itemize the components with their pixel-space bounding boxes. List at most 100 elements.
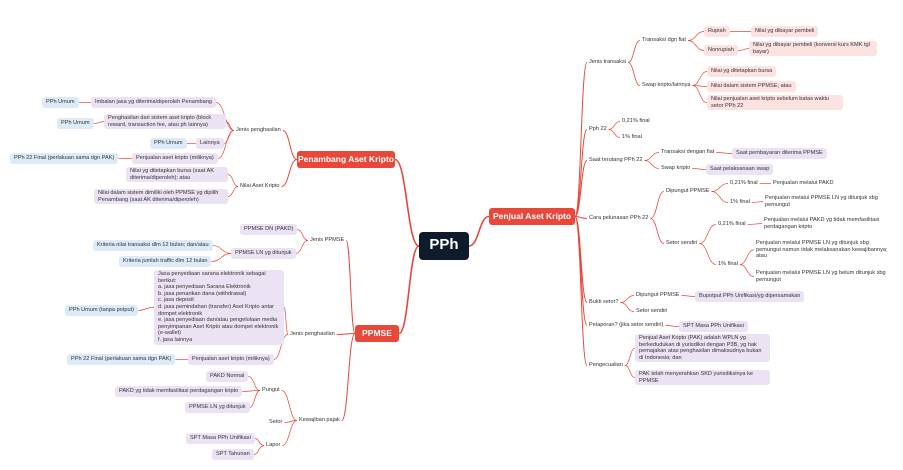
ppmse-jenis-penghasilan-node[interactable]: Jenis penghasilan [290,331,335,337]
setor-sendiri-node[interactable]: Setor sendiri [666,240,698,246]
jenis-transaksi-node[interactable]: Jenis transaksi [589,59,626,65]
swap-item-1: Nilai yg ditetapkan bursa [707,66,777,77]
pelaporan-node[interactable]: Pelaporan? (jika setor sendiri) [589,322,664,328]
edge-nonrupiah-note [737,48,750,51]
edge-ppmse-services-tag [137,306,155,311]
setor-1-note-2: Penjualan melalui PPMSE LN yg belum ditu… [756,270,886,283]
edge-bukti-dipungut-node [620,295,635,303]
penambang-jenis-penghasilan-node[interactable]: Jenis penghasilan [236,127,281,133]
ppmse-sale-text: Penjualan aset kripto (miliknya) [188,354,274,365]
penambang-row-1-tag: PPh Umum [42,97,79,108]
pengecualian-node[interactable]: Pengecualian [589,362,623,368]
edge-terutang-swap-node [644,160,660,169]
edge-terutang-fiat-node [644,152,660,161]
lapor-item-2: SPT Tahunan [212,449,254,460]
edge-pelaporan-note [665,325,680,327]
edge-terutang-swap-note [692,168,707,170]
terutang-fiat-note: Saat pembayaran diterima PPMSE [732,148,827,159]
terutang-swap-node[interactable]: Swap kripto [661,165,691,171]
edge-dipungut-1-note [751,201,764,203]
pungut-item-3: PPMSE LN yg ditunjuk [185,402,250,413]
setor-021-node[interactable]: 0,21% final [718,221,746,227]
edge-swap-item-3 [692,85,708,103]
edge-nilai-aset-item-2 [227,186,239,197]
root-node[interactable]: PPh [419,232,469,260]
edge-pengecualian-node [574,216,588,366]
pungut-item-1: PAKD Normal [206,371,249,382]
penjual-node[interactable]: Penjual Aset Kripto [489,208,575,225]
jenis-ppmse-node[interactable]: Jenis PPMSE [310,237,345,243]
setor-1-node[interactable]: 1% final [718,261,738,267]
pungut-item-2: PAKD yg tidak memfasilitasi perdagangan … [115,386,243,397]
edge-lapor-item-2 [253,445,265,455]
edge-ppmse-dn-node [297,229,309,241]
saat-terutang-node[interactable]: Saat terutang PPh 22 [589,157,643,163]
edge-setor-021-node [699,224,717,244]
cara-pelunasan-node[interactable]: Cara pelunasan PPh 22 [589,215,649,221]
dipungut-021-node[interactable]: 0,21% final [730,180,758,186]
edge-ppmse-criteria-2 [211,253,232,262]
edge-setor-021-note [747,223,763,225]
edge-saat-terutang-node [574,160,588,217]
terutang-fiat-node[interactable]: Transaksi dengan fiat [661,149,715,155]
edge-penambang-row-4-text [217,130,235,159]
edge-jenis-transaksi-node [574,62,588,217]
nilai-aset-kripto-node[interactable]: Nilai Aset Kripto [240,183,280,189]
edge-bukti-setor-sendiri-node [620,302,635,312]
edge-ppmse-ln-node [295,240,309,254]
dipungut-ppmse-node[interactable]: Dipungut PPMSE [666,188,710,194]
ppmse-dn-node: PPMSE DN (PAKD) [240,224,298,235]
penambang-node[interactable]: Penambang Aset Kripto [297,151,395,168]
edge-pelaporan-node [574,216,588,326]
nonrupiah-node[interactable]: Nonrupiah [704,45,738,56]
bukti-setor-node[interactable]: Bukti setor? [589,299,619,305]
edge-lapor-item-1 [254,438,265,446]
setor-node[interactable]: Setor [269,419,283,425]
edge-penambang-row-3-text [223,130,235,144]
edge-setor-1-note-2 [739,264,755,277]
edge-nilai-aset-item-1 [227,174,239,187]
edge-dipungut-021-node [711,183,729,192]
edge-dipungut-1-node [711,191,729,203]
edge-pungut-item-3 [249,390,261,408]
ppmse-node[interactable]: PPMSE [355,325,399,342]
edge-pph22-rate-021 [608,121,621,130]
edge-nilai-aset-kripto-node [281,159,298,187]
setor-1-note-1: Penjualan melalui PPMSE LN yg ditunjuk s… [756,240,888,260]
ppmse-sale-tag: PPh 22 Final (perlakuan sama dgn PAK) [67,354,176,365]
bukti-setor-sendiri-node[interactable]: Setor sendiri [636,308,668,314]
lapor-node[interactable]: Lapor [266,442,281,448]
swap-kripto-node[interactable]: Swap kripto/lainnya [642,82,691,88]
penambang-row-1-text: Imbalan jasa yg diterima/diperoleh Penam… [91,97,216,108]
penambang-row-3-tag: PPh Umum [150,138,187,149]
ppmse-criteria-1: Kriteria nilai transaksi dlm 12 bulan; d… [93,240,213,251]
nonrupiah-note: Nilai yg dibayar pembeli (konversi kurs … [749,41,877,57]
pengecualian-item-1: Penjual Aset Kripto (PAK) adalah WPLN yg… [635,334,770,363]
penambang-row-2-tag: PPh Umum [57,118,94,129]
edge-nonrupiah-node [687,40,705,51]
kewajiban-pajak-node[interactable]: Kewajiban pajak [299,417,340,423]
pph22-node[interactable]: Pph 22 [589,126,607,132]
transaksi-fiat-node[interactable]: Transaksi dgn fiat [642,37,686,43]
dipungut-1-node[interactable]: 1% final [730,199,750,205]
edge-ppmse-sale-text [273,334,289,360]
edge-swap-item-2 [692,85,708,87]
rupiah-node[interactable]: Rupiah [704,26,730,37]
edge-ppmse-criteria-1 [212,245,232,254]
ppmse-services-tag: PPh Umum (tanpa potput) [65,305,138,316]
setor-021-note: Penjualan melalui PAKD yg tidak memfasil… [764,217,880,230]
edge-ppmse-jenis-penghasilan-node [336,333,356,335]
edge-swap-item-1 [692,71,708,86]
pungut-node[interactable]: Pungut [262,387,280,393]
edge-penambang-row-2-tag [93,121,105,124]
edge-pengecualian-item-2 [624,365,636,378]
edge-transaksi-fiat-node [627,40,641,63]
pph22-rate-1: 1% final [622,134,642,140]
edge-ppmse-services-text [283,306,289,335]
edge-cara-pelunasan-node [574,216,588,219]
edge-penjual-node [468,215,490,247]
edge-terutang-fiat-note [716,152,733,154]
ppmse-ln-node[interactable]: PPMSE LN yg ditunjuk [231,248,296,259]
lapor-item-1: SPT Masa PPh Unifikasi [186,433,255,444]
bukti-dipungut-node[interactable]: Dipungut PPMSE [636,292,680,298]
